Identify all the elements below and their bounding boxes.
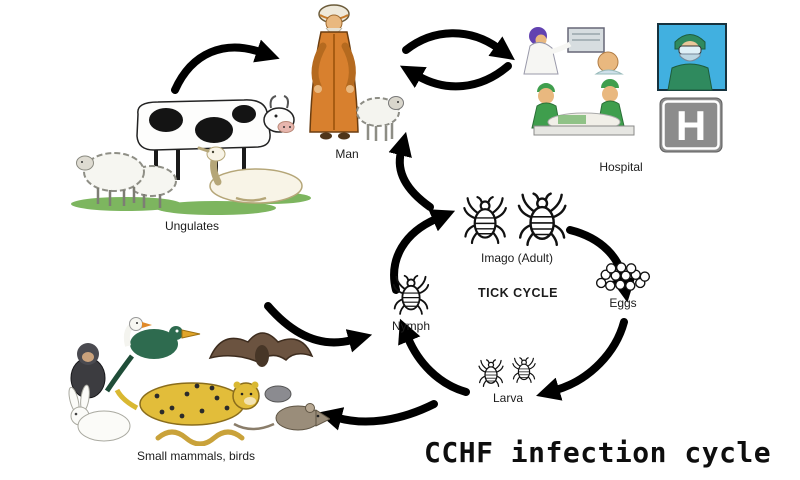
arrow-ungulates-to-man (171, 39, 280, 94)
hospital-sign-letter: H (676, 102, 706, 149)
rabbit-icon (68, 384, 131, 442)
imago-icon (463, 192, 567, 247)
node-small-mammals: Small mammals, birds (62, 316, 330, 463)
imago-label: Imago (Adult) (480, 251, 554, 265)
rat-icon (233, 385, 330, 431)
tick-icon (463, 196, 507, 245)
node-eggs: Eggs (588, 262, 658, 310)
tick-icon (512, 357, 536, 383)
bat-icon (208, 332, 314, 367)
tick-icon (392, 274, 430, 315)
hospital-label: Hospital (599, 160, 643, 174)
ungulates-icon (71, 95, 311, 215)
hospital-icon: H (523, 23, 727, 153)
doctor-scene (523, 27, 624, 75)
goat-icon (197, 146, 303, 204)
surgeon-icon (657, 23, 727, 91)
node-nymph: Nymph (366, 272, 456, 333)
arrow-nymph-to-imago (390, 209, 456, 294)
eggs-icon (595, 262, 651, 291)
arrow-man-to-hospital (402, 29, 515, 61)
man-label: Man (335, 147, 359, 161)
node-ungulates: Ungulates (66, 86, 318, 233)
nymph-label: Nymph (391, 319, 430, 333)
node-hospital: H Hospital (512, 22, 730, 174)
larva-icon (478, 357, 536, 387)
cow-icon (136, 95, 295, 180)
small-mammals-icon (68, 317, 330, 446)
sheep-icon (76, 152, 177, 208)
tick-icon (517, 192, 567, 247)
node-man: Man (288, 2, 406, 161)
tick-cycle-label: TICK CYCLE (478, 286, 558, 300)
hospital-sign-icon: H (659, 97, 723, 153)
eggs-label: Eggs (609, 296, 637, 310)
monkey-icon (70, 343, 106, 399)
tick-icon (478, 359, 504, 387)
arrow-larva-to-nymph (398, 318, 470, 396)
arrow-larva-to-small-mammals (317, 400, 438, 431)
nymph-icon (392, 274, 430, 315)
leopard-icon (114, 381, 260, 426)
diagram-title: CCHF infection cycle (424, 436, 772, 469)
surgery-scene (531, 79, 635, 136)
node-larva: Larva (468, 356, 548, 405)
sheep-icon (356, 96, 404, 141)
arrow-ticks-to-man (388, 131, 434, 211)
arrow-small-mammals-to-nymph (264, 302, 373, 353)
man-icon (309, 4, 404, 141)
arrow-eggs-to-larva (536, 318, 628, 401)
node-imago: Imago (Adult) (452, 190, 582, 265)
goose-icon (123, 317, 152, 347)
ungulates-label: Ungulates (164, 219, 220, 233)
snake-icon (155, 429, 245, 446)
small-mammals-label: Small mammals, birds (136, 449, 256, 463)
arrow-hospital-to-man (399, 62, 512, 91)
larva-label: Larva (492, 391, 524, 405)
bird-icon (104, 326, 201, 393)
